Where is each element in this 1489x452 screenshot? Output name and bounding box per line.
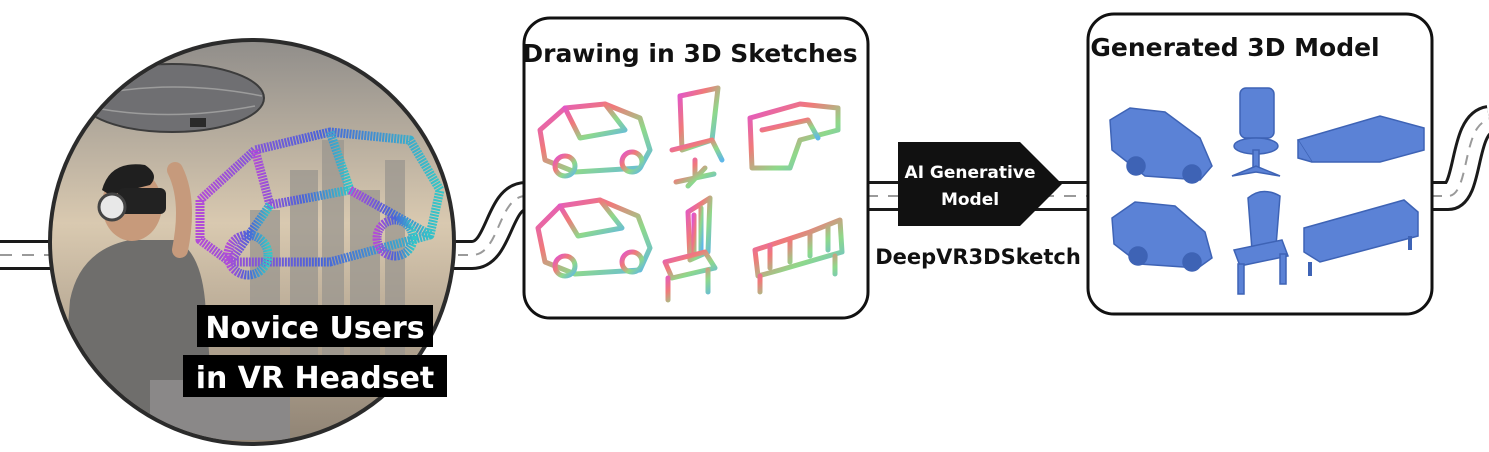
ai-generative-arrow: AI Generative Model xyxy=(898,142,1062,226)
car-model-icon xyxy=(1111,201,1213,272)
office-chair-model-icon xyxy=(1231,87,1281,177)
arrow-shape xyxy=(898,142,1062,226)
chair-sketch-icon xyxy=(662,195,718,303)
arrow-label-line2: Model xyxy=(941,190,999,210)
user-label-line2: in VR Headset xyxy=(196,361,435,396)
chair-model-icon xyxy=(1232,190,1290,295)
user-label-line1: Novice Users xyxy=(205,311,424,346)
car-sketch-icon xyxy=(535,197,653,279)
model-panel-title: Generated 3D Model xyxy=(1090,33,1379,62)
model-panel: Generated 3D Model xyxy=(1086,12,1434,316)
sofa-model-icon xyxy=(1303,199,1419,276)
road-right xyxy=(1432,105,1489,211)
bench-sketch-icon xyxy=(752,217,845,295)
headphone-icon xyxy=(97,192,127,222)
sketch-panel-title: Drawing in 3D Sketches xyxy=(522,39,857,68)
sofa-sketch-icon xyxy=(747,101,841,171)
arrow-label-line1: AI Generative xyxy=(905,163,1036,183)
chair-sketch-icon xyxy=(669,85,725,189)
car-model-icon xyxy=(1109,107,1213,184)
model-name-label: DeepVR3DSketch xyxy=(875,245,1081,269)
user-illustration: Novice Users in VR Headset xyxy=(48,38,456,446)
road-segment-1 xyxy=(440,181,529,270)
sofa-model-icon xyxy=(1296,115,1425,163)
vr-headset-icon xyxy=(118,188,166,214)
car-sketch-icon xyxy=(537,101,653,179)
sketch-panel: Drawing in 3D Sketches xyxy=(522,16,870,320)
user-label-badge: Novice Users in VR Headset xyxy=(183,305,447,397)
sparkle-car-icon xyxy=(195,127,445,280)
